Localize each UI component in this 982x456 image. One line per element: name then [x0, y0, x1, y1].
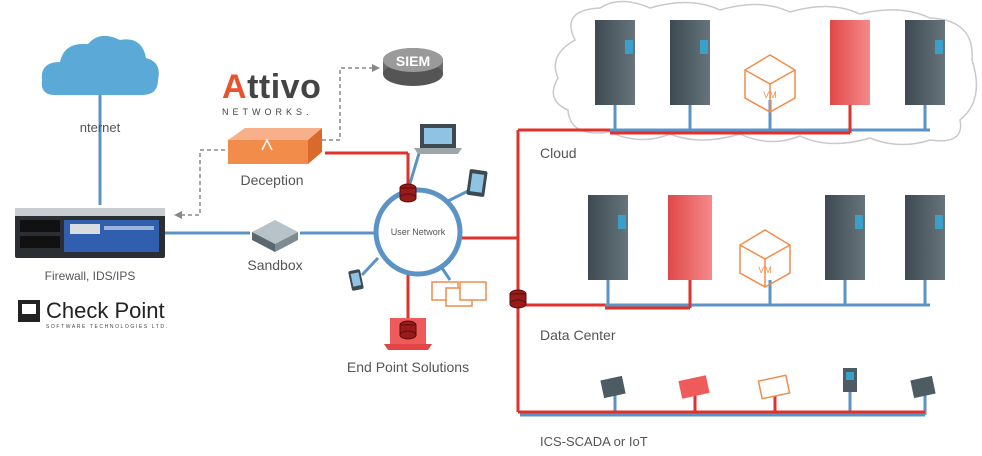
firewall-appliance-icon — [15, 208, 165, 258]
attivo-logo-rest: ttivo — [247, 68, 322, 106]
sandbox-icon — [252, 220, 298, 252]
ics-device-icon — [600, 375, 626, 399]
ics-device-icon-vm — [757, 374, 791, 400]
server-icon — [670, 20, 710, 105]
attivo-logo-sub: NETWORKS. — [222, 107, 313, 117]
attivo-logo: Attivo NETWORKS. — [222, 68, 321, 117]
server-icon — [595, 20, 635, 105]
label-sandbox: Sandbox — [247, 257, 302, 273]
label-vm: VM — [763, 90, 777, 100]
label-user-network: User Network — [391, 227, 446, 237]
attivo-logo-first-letter: A — [222, 68, 248, 106]
label-datacenter: Data Center — [540, 327, 616, 343]
label-firewall: Firewall, IDS/IPS — [45, 269, 136, 283]
server-icon-highlighted — [830, 20, 870, 105]
label-ics: ICS-SCADA or IoT — [540, 434, 648, 449]
sensor-icon — [509, 289, 527, 309]
server-icon — [905, 195, 945, 280]
label-siem: SIEM — [396, 53, 430, 69]
server-icon — [588, 195, 628, 280]
server-icon-highlighted — [668, 195, 712, 280]
label-vm: VM — [758, 265, 772, 275]
label-cloud: Cloud — [540, 145, 577, 161]
ics-device-icon — [843, 368, 857, 392]
vm-cube-icon — [739, 229, 791, 288]
label-internet: nternet — [80, 120, 121, 135]
checkpoint-logo: Check Point SOFTWARE TECHNOLOGIES LTD. — [46, 298, 169, 330]
laptop-icon — [414, 124, 462, 154]
phone-icon — [348, 269, 364, 291]
checkpoint-logo-icon — [18, 300, 40, 322]
sensor-icon — [399, 183, 417, 203]
siem-icon — [383, 48, 443, 86]
deception-appliance-icon — [228, 128, 322, 164]
sensor-icon — [399, 320, 417, 340]
label-endpoint: End Point Solutions — [347, 359, 469, 375]
vm-cube-icon — [744, 54, 796, 113]
internet-cloud-icon — [41, 35, 159, 95]
checkpoint-logo-tag: SOFTWARE TECHNOLOGIES LTD. — [46, 324, 169, 330]
label-deception: Deception — [240, 172, 303, 188]
user-network-ring — [373, 187, 463, 277]
cloud-outline — [552, 0, 978, 146]
tablet-icon — [466, 169, 488, 197]
vm-monitors-icon — [431, 281, 487, 307]
ics-device-icon-highlighted — [678, 375, 710, 399]
server-icon — [905, 20, 945, 105]
ics-device-icon — [910, 375, 936, 399]
checkpoint-logo-text: Check Point — [46, 298, 165, 323]
server-icon — [825, 195, 865, 280]
